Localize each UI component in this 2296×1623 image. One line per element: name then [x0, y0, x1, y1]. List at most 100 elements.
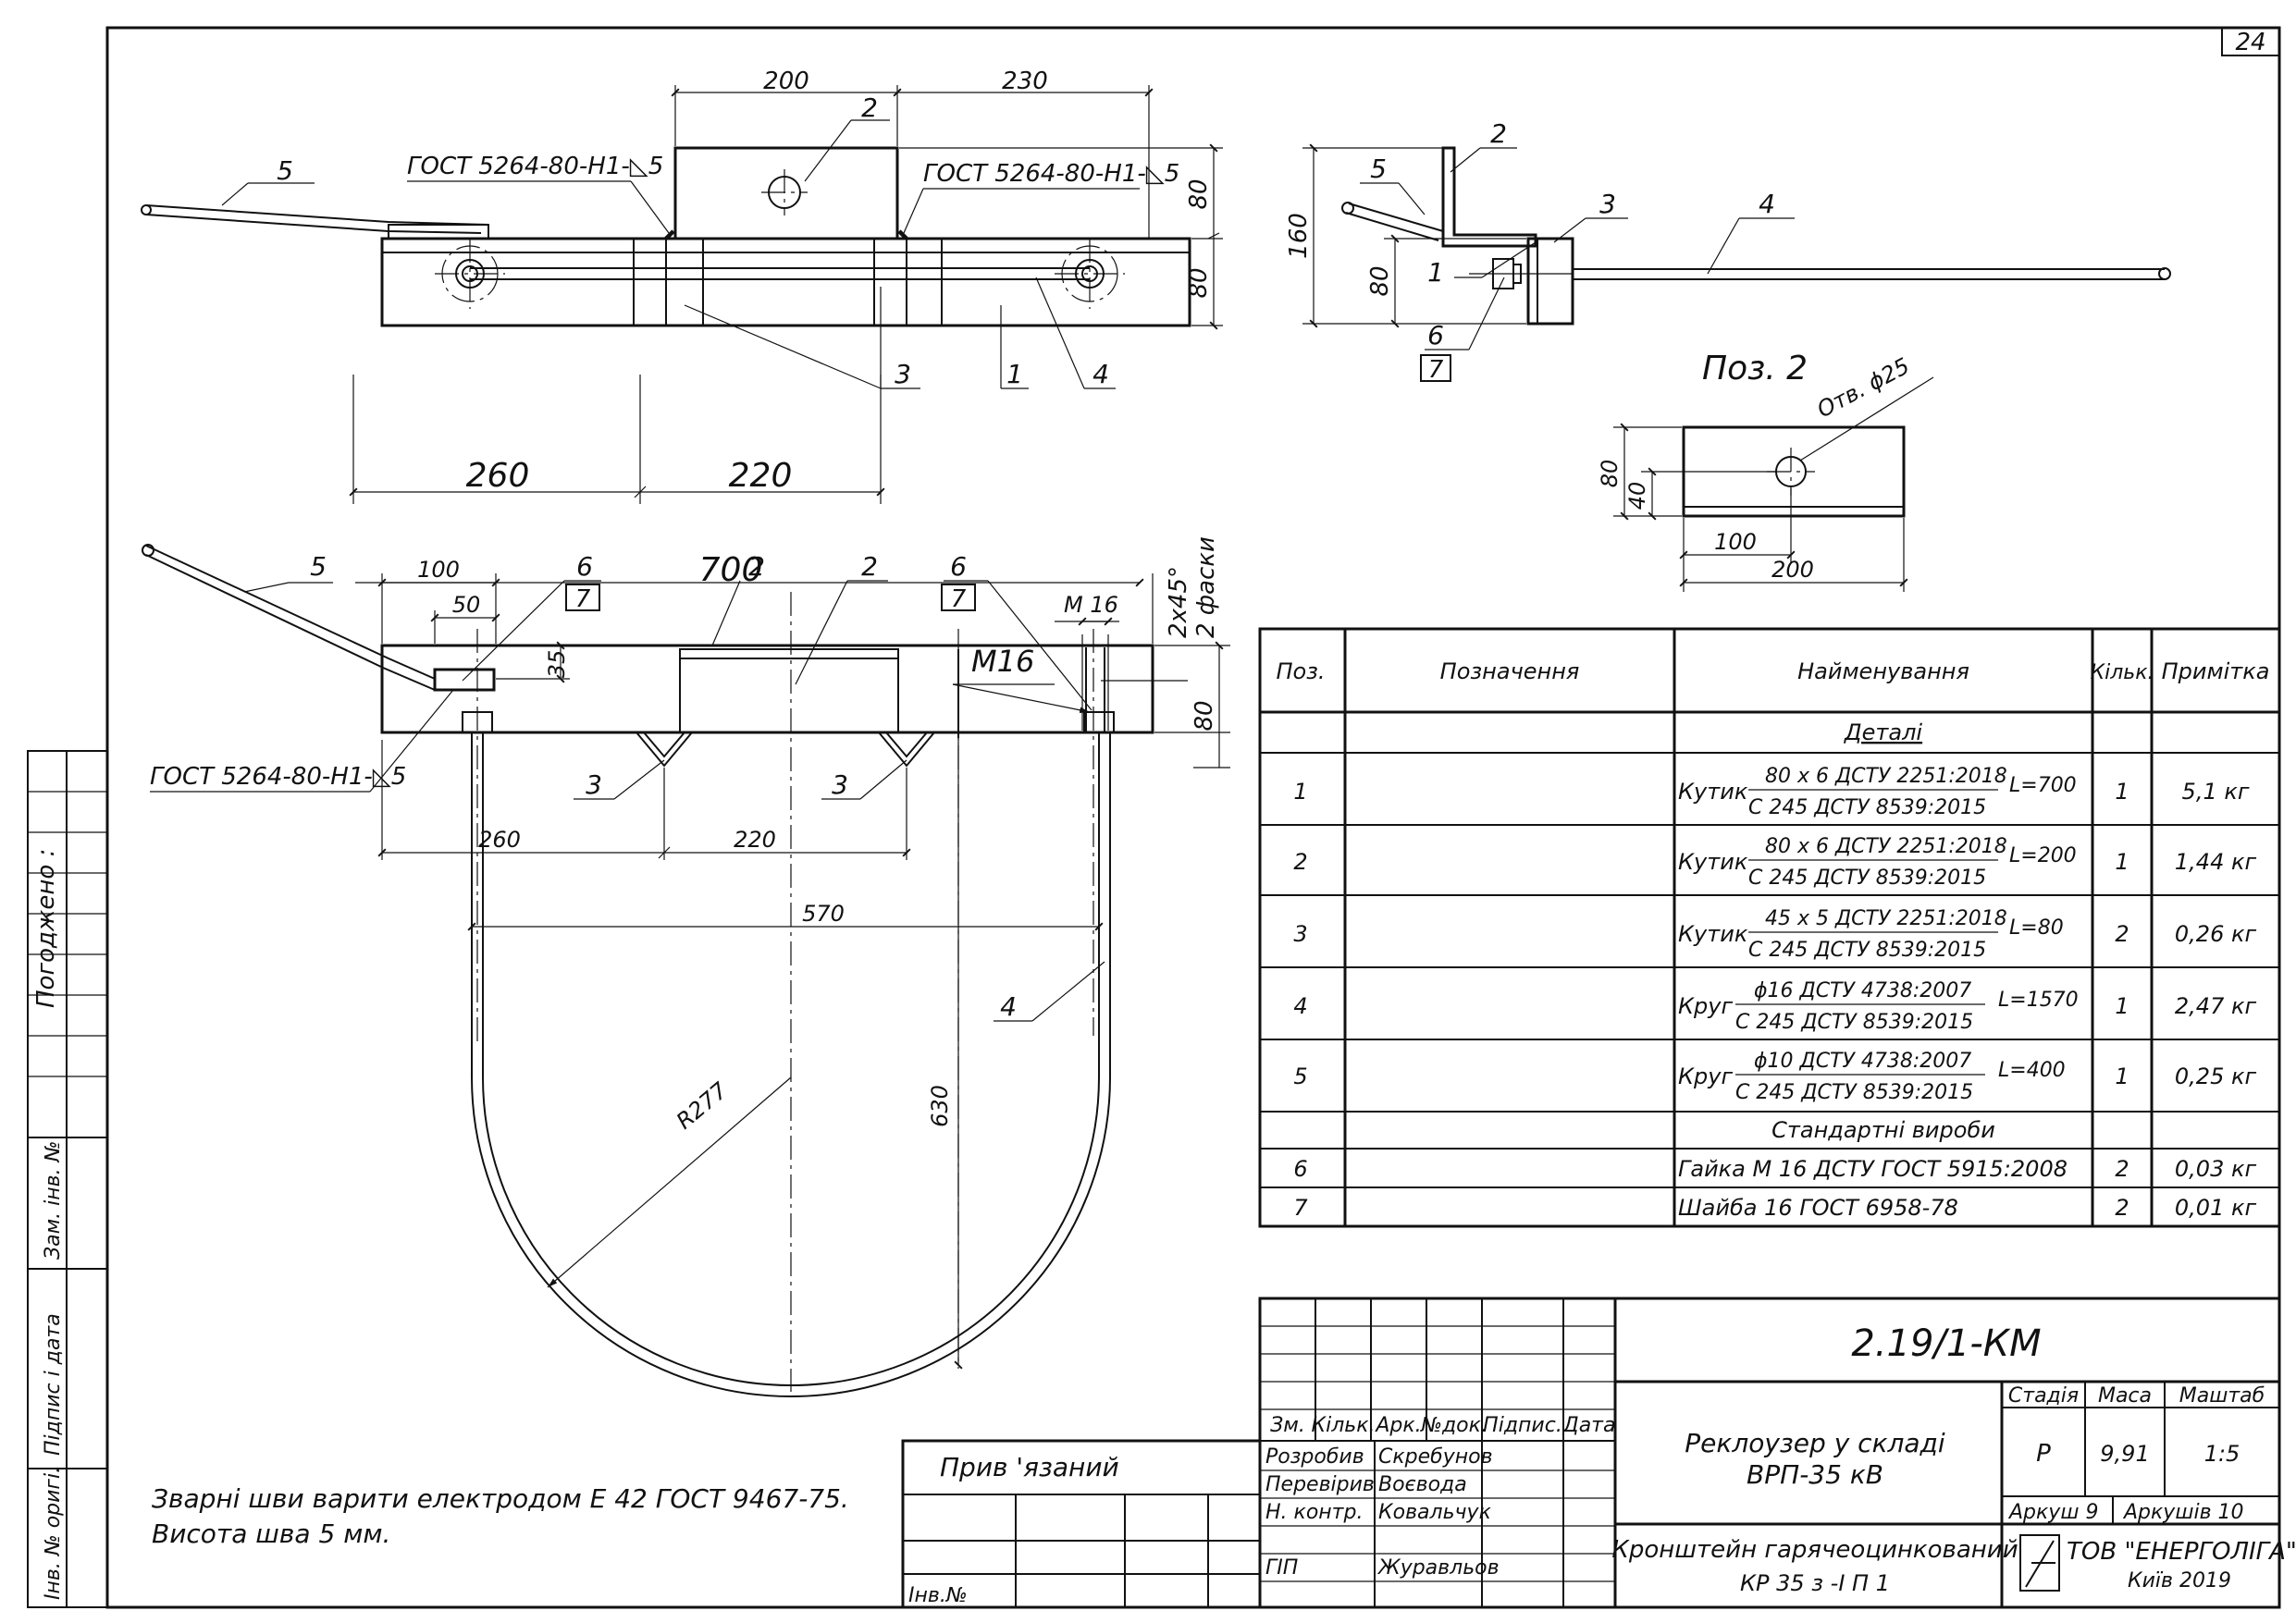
svg-text:Круг: Круг: [1678, 1064, 1733, 1089]
plan-label-5: 5: [310, 551, 327, 582]
spec-section-standard: Стандартні вироби: [1771, 1117, 1995, 1143]
mass-value: 9,91: [2100, 1441, 2149, 1467]
svg-text:2: 2: [2115, 1195, 2129, 1221]
drawing-line-2: КР 35 з -І П 1: [1740, 1570, 1890, 1596]
svg-text:1: 1: [1293, 779, 1307, 805]
project-line-1: Реклоузер у складі: [1685, 1428, 1945, 1458]
svg-text:С 245 ДСТУ 8539:2015: С 245 ДСТУ 8539:2015: [1748, 939, 1986, 962]
plan-dim-50: 50: [452, 592, 481, 618]
stage-value: Р: [2036, 1440, 2051, 1468]
spec-row-4: 4 Круг ϕ16 ДСТУ 4738:2007 С 245 ДСТУ 853…: [1293, 979, 2256, 1034]
side-dim-160: 160: [1285, 213, 1313, 259]
plan-dim-260: 260: [478, 827, 521, 853]
svg-text:Шайба 16 ГОСТ 6958-78: Шайба 16 ГОСТ 6958-78: [1678, 1195, 1958, 1221]
spec-row-7: 7 Шайба 16 ГОСТ 6958-78 2 0,01 кг: [1293, 1195, 2256, 1221]
svg-text:5: 5: [1293, 1064, 1307, 1089]
front-label-2: 2: [861, 92, 878, 123]
svg-text:1: 1: [2115, 1064, 2129, 1089]
left-strip: Погоджено : Зам. інв. № Підпис і дата Ін…: [27, 750, 108, 1608]
side-label-2: 2: [1490, 118, 1507, 149]
svg-text:7: 7: [1293, 1195, 1308, 1221]
svg-text:Круг: Круг: [1678, 993, 1733, 1019]
svg-text:0,25 кг: 0,25 кг: [2175, 1064, 2257, 1089]
sheet-number-box: [2221, 27, 2280, 56]
pos2-hole-label: Отв. ϕ25: [1813, 353, 1914, 424]
spec-header-note: Примітка: [2162, 658, 2270, 684]
plan-weld: ГОСТ 5264-80-Н1-◺5: [150, 763, 406, 791]
svg-text:L=200: L=200: [2009, 844, 2077, 867]
plan-m16-top: М 16: [1064, 592, 1118, 618]
plan-label-3b: 3: [832, 769, 848, 800]
svg-text:0,03 кг: 0,03 кг: [2175, 1156, 2257, 1182]
svg-text:L=1570: L=1570: [1998, 989, 2079, 1012]
zam-inv-label: Зам. інв. №: [42, 1141, 65, 1260]
name-3: Ковальчук: [1378, 1501, 1492, 1524]
inv-label: Інв.№: [908, 1584, 968, 1607]
stage-label: Стадія: [2008, 1384, 2079, 1408]
side-label-4: 4: [1759, 189, 1775, 219]
drawing-code: 2.19/1-КМ: [1851, 1322, 2041, 1365]
name-2: Воєвода: [1378, 1473, 1467, 1496]
project-line-2: ВРП-35 кВ: [1747, 1459, 1883, 1490]
front-weld-right: ГОСТ 5264-80-Н1-◺5: [923, 160, 1179, 188]
svg-text:С 245 ДСТУ 8539:2015: С 245 ДСТУ 8539:2015: [1735, 1011, 1973, 1034]
linked-label: Прив 'язаний: [940, 1452, 1119, 1482]
plan-chamfer-1: 2x45°: [1165, 566, 1192, 638]
title-block: Зм. Кільк. Арк. №док. Підпис. Дата Розро…: [901, 1297, 2296, 1609]
front-dim-200: 200: [763, 68, 809, 95]
side-view: 160 80 5 2 3 4 1 6 7: [1285, 118, 2171, 384]
spec-header-pos: Поз.: [1276, 658, 1325, 684]
pos2-detail: Поз. 2 Отв. ϕ25 80 40 100 200: [1597, 350, 1934, 592]
plan-label-6b: 6: [950, 551, 967, 582]
scale-label: Маштаб: [2179, 1384, 2265, 1408]
plan-label-4: 4: [1000, 991, 1017, 1022]
front-label-3: 3: [895, 359, 911, 389]
pos2-dim-80: 80: [1597, 460, 1623, 488]
inv-orig-label: Інв. № оригі.: [42, 1467, 65, 1600]
side-label-1: 1: [1427, 257, 1444, 288]
svg-text:Кутик: Кутик: [1678, 779, 1748, 805]
plan-dim-35: 35: [544, 650, 570, 679]
front-view: 200 230 80 80 260 220 5 2 ГОСТ 5264-80-Н…: [141, 68, 1223, 504]
col-kilk: Кільк.: [1311, 1414, 1375, 1437]
plan-view: 100 50 700 35 М 16 М16 2x45° 2 фаски 80 …: [142, 536, 1230, 1397]
agreed-label: Погоджено :: [32, 849, 60, 1008]
company-logo-icon: [2019, 1534, 2060, 1592]
company-name: ТОВ "ЕНЕРГОЛІГА": [2067, 1538, 2296, 1566]
svg-text:1: 1: [2115, 849, 2129, 875]
svg-text:С 245 ДСТУ 8539:2015: С 245 ДСТУ 8539:2015: [1748, 796, 1986, 819]
col-ndok: №док.: [1420, 1414, 1487, 1437]
spec-table: Поз. Позначення Найменування Кільк. Прим…: [1258, 627, 2281, 1228]
svg-text:3: 3: [1293, 921, 1307, 947]
note-line-1: Зварні шви варити електродом Е 42 ГОСТ 9…: [152, 1483, 849, 1514]
name-1: Скребунов: [1378, 1445, 1493, 1469]
plan-label-6a: 6: [576, 551, 593, 582]
plan-dim-r277: R277: [672, 1077, 733, 1135]
plan-label-2b: 2: [861, 551, 878, 582]
plan-dim-80: 80: [1191, 700, 1218, 731]
svg-text:0,01 кг: 0,01 кг: [2175, 1195, 2257, 1221]
pos2-title: Поз. 2: [1702, 350, 1808, 387]
spec-header-qty: Кільк.: [2090, 661, 2154, 684]
side-dim-80: 80: [1366, 265, 1394, 296]
side-label-5: 5: [1370, 154, 1387, 184]
svg-text:С 245 ДСТУ 8539:2015: С 245 ДСТУ 8539:2015: [1748, 867, 1986, 890]
side-label-3: 3: [1599, 189, 1616, 219]
spec-row-2: 2 Кутик 80 x 6 ДСТУ 2251:2018 С 245 ДСТУ…: [1293, 835, 2256, 890]
svg-text:1: 1: [2115, 993, 2129, 1019]
plan-chamfer-2: 2 фаски: [1192, 536, 1220, 638]
svg-text:L=80: L=80: [2009, 916, 2064, 940]
svg-text:Кутик: Кутик: [1678, 849, 1748, 875]
side-label-7: 7: [1428, 356, 1444, 384]
role-2: Перевірив: [1265, 1473, 1375, 1496]
sheets-label: Аркушів 10: [2122, 1501, 2244, 1524]
spec-header-name: Найменування: [1797, 658, 1969, 684]
svg-text:2,47 кг: 2,47 кг: [2175, 993, 2257, 1019]
front-dim-230: 230: [1002, 68, 1048, 95]
svg-text:ϕ16 ДСТУ 4738:2007: ϕ16 ДСТУ 4738:2007: [1754, 979, 1971, 1002]
front-dim-80-bottom: 80: [1185, 267, 1213, 298]
company-city: Київ 2019: [2128, 1569, 2231, 1592]
svg-text:6: 6: [1293, 1156, 1307, 1182]
front-plate-2: [673, 146, 899, 240]
pos2-dim-200: 200: [1771, 557, 1814, 583]
